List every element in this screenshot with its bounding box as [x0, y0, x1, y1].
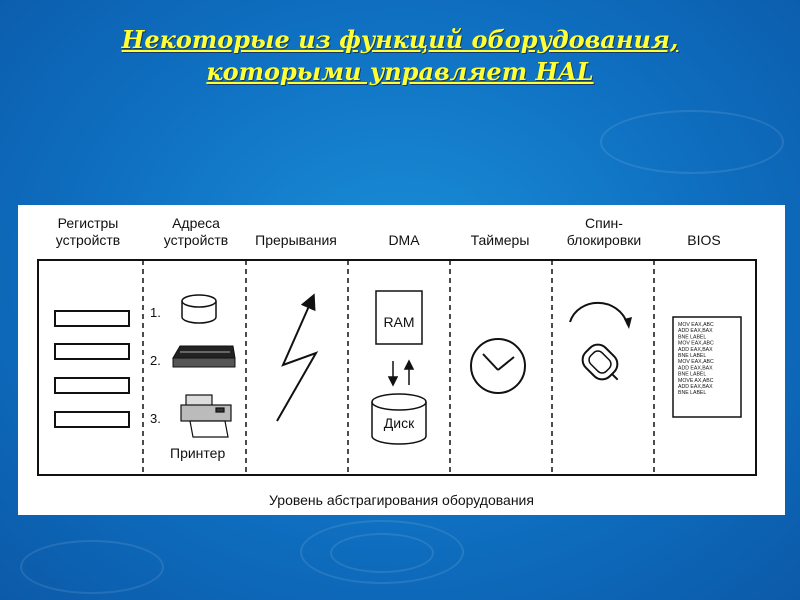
disk-device-icon [182, 295, 216, 323]
bios-code-line: BNE LABEL [678, 390, 706, 396]
bios-code-line: MOVE AX,ABC [678, 378, 714, 384]
printer-icon [181, 395, 231, 437]
device-item-3-label: 3. [150, 411, 161, 426]
disk-label: Диск [384, 415, 415, 431]
registers-icon [55, 311, 129, 427]
spinlock-icon [570, 303, 632, 390]
scanner-icon [173, 346, 235, 367]
bios-code-line: MOV EAX,ABC [678, 341, 714, 347]
device-item-2-label: 2. [150, 353, 161, 368]
title-line-1: Некоторые из функций оборудования, [0, 24, 800, 56]
bios-code-line: ADD EAX,BAX [678, 384, 713, 390]
background-ripple [20, 540, 164, 594]
bios-code-line: ADD EAX,BAX [678, 365, 713, 371]
device-item-1-label: 1. [150, 305, 161, 320]
clock-icon [471, 339, 525, 393]
bios-code-line: BNE LABEL [678, 353, 706, 359]
title-line-2: которыми управляет HAL [0, 56, 800, 88]
dma-transfer-arrows-icon [389, 361, 413, 385]
bios-code-line: MOV EAX,ABC [678, 322, 714, 328]
diagram-graphics: 1. 2. 3. Принтер RAM [18, 205, 785, 515]
background-ripple [330, 533, 434, 573]
bios-code-line: ADD EAX,BAX [678, 328, 713, 334]
bios-code-line: MOV EAX,ABC [678, 359, 714, 365]
printer-label: Принтер [170, 445, 225, 461]
bios-code-line: BNE LABEL [678, 372, 706, 378]
hal-layer-label: Уровень абстрагирования оборудования [18, 492, 785, 508]
ram-label: RAM [383, 314, 414, 330]
bios-code-line: ADD EAX,BAX [678, 347, 713, 353]
slide-title: Некоторые из функций оборудования, котор… [0, 24, 800, 88]
background-ripple [600, 110, 784, 174]
interrupt-lightning-icon [277, 297, 316, 421]
bios-code-line: BNE LABEL [678, 334, 706, 340]
